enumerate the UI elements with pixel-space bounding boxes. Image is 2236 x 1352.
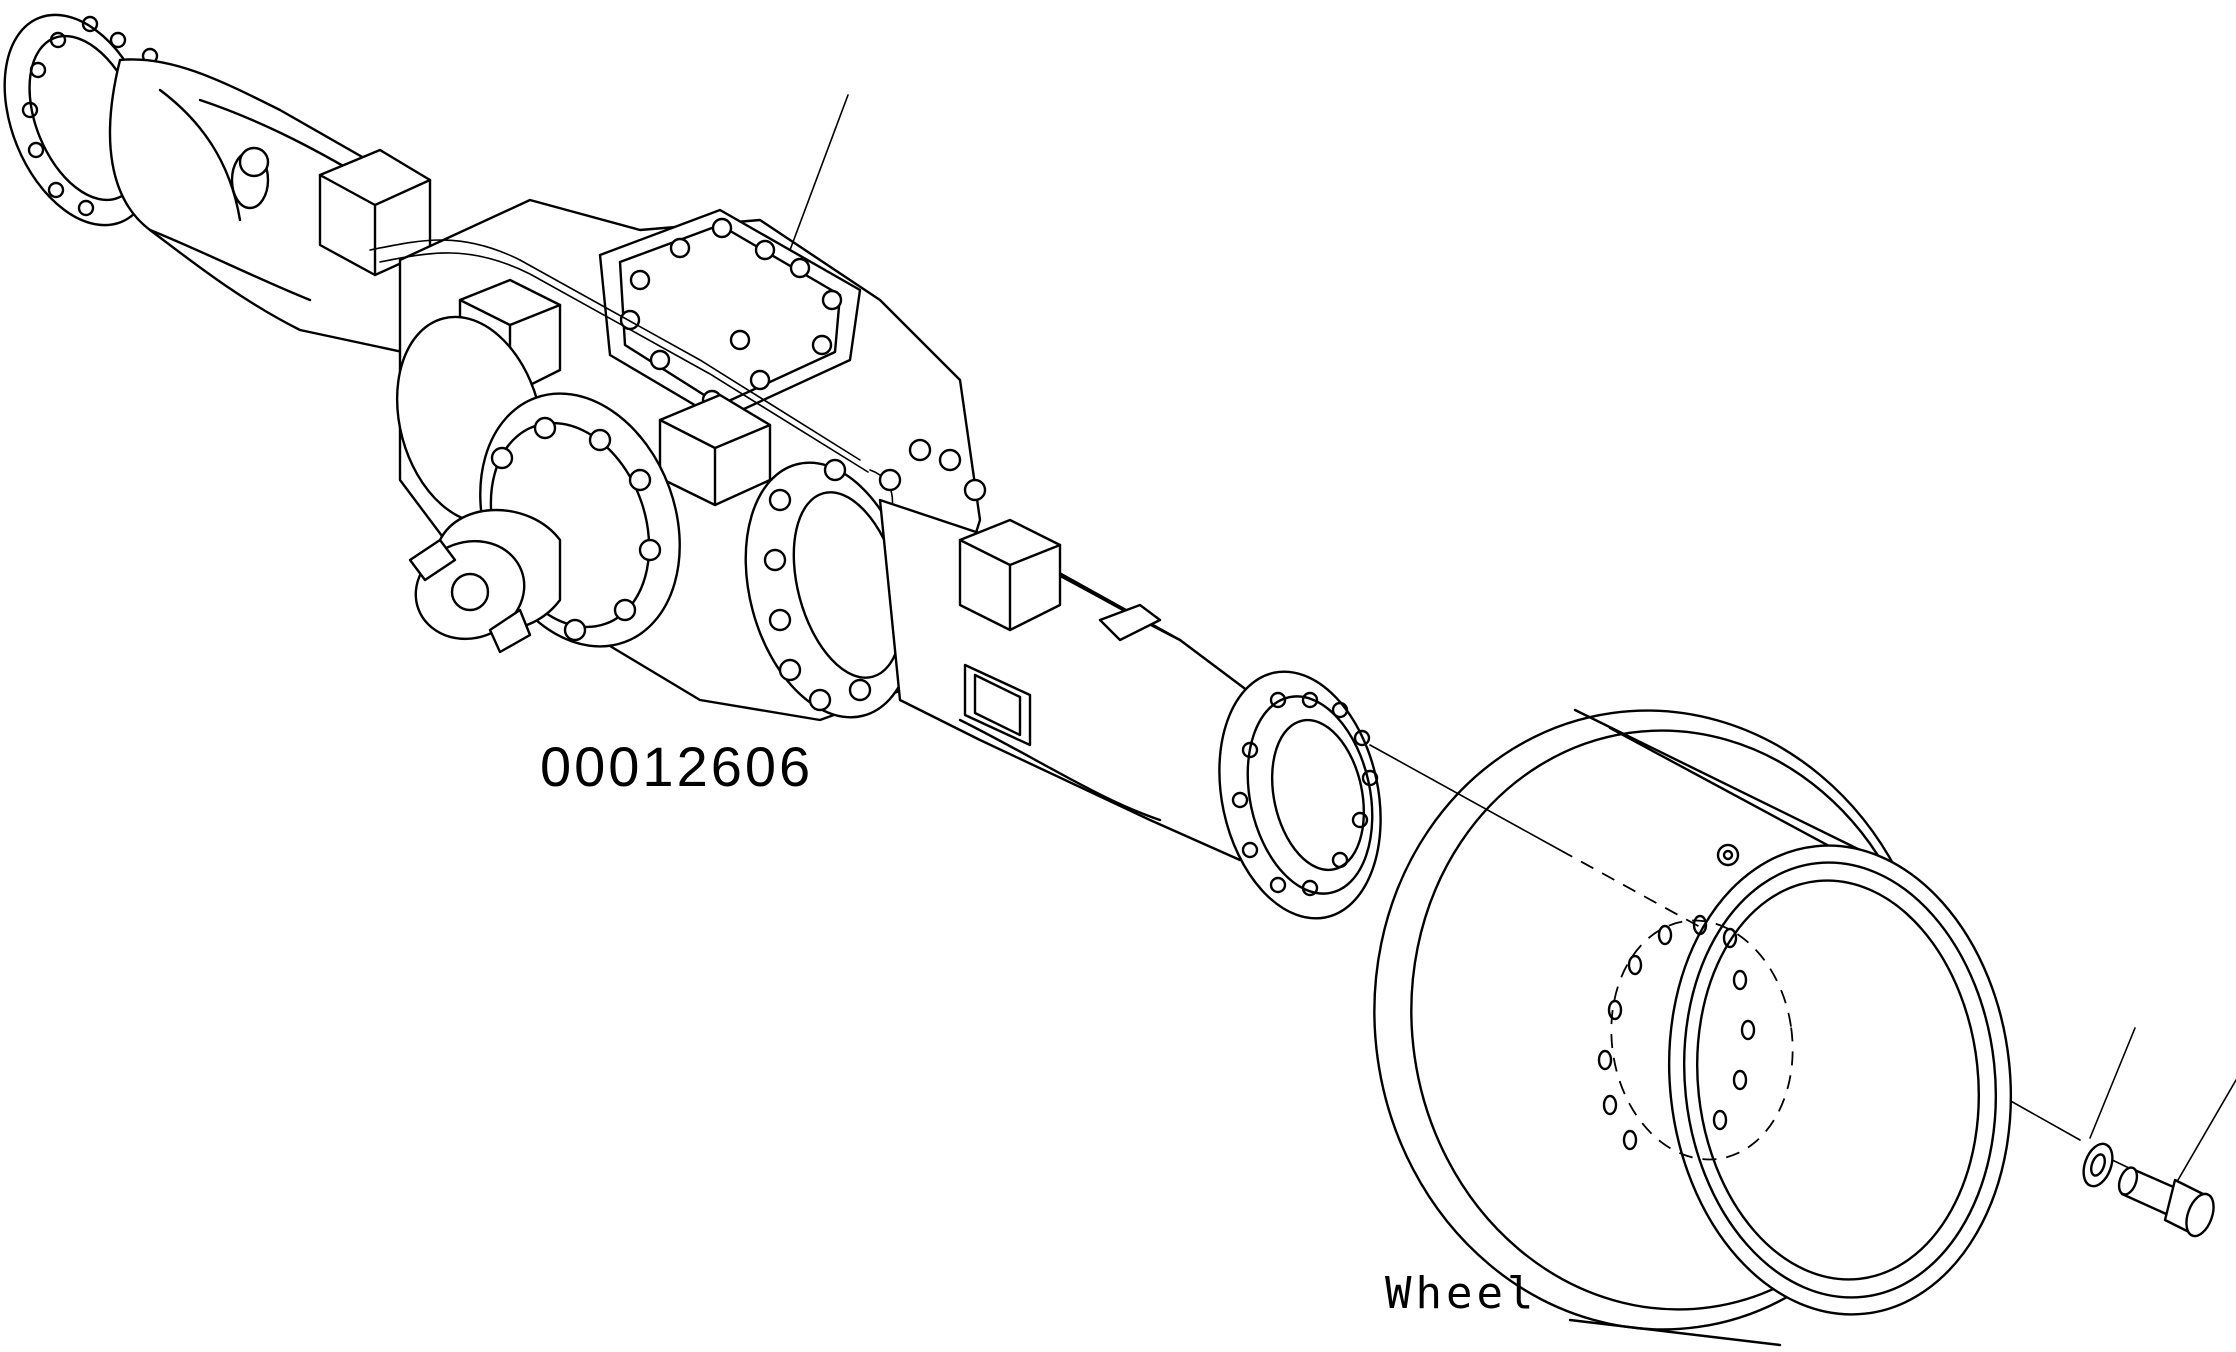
washer <box>2082 1142 2114 1188</box>
pinion-input-flange <box>408 392 681 654</box>
right-axle-housing <box>878 498 1262 862</box>
differential-housing <box>369 198 987 722</box>
part-number-label: 00012606 <box>540 735 813 798</box>
leader-lines <box>789 94 2236 1181</box>
left-axle-housing <box>108 58 442 362</box>
right-hub-flange <box>1218 670 1382 920</box>
wheel-rim <box>1373 708 2013 1347</box>
wheel-label: Wheel <box>1385 1268 1537 1319</box>
wheel-bolt <box>2117 1166 2215 1238</box>
